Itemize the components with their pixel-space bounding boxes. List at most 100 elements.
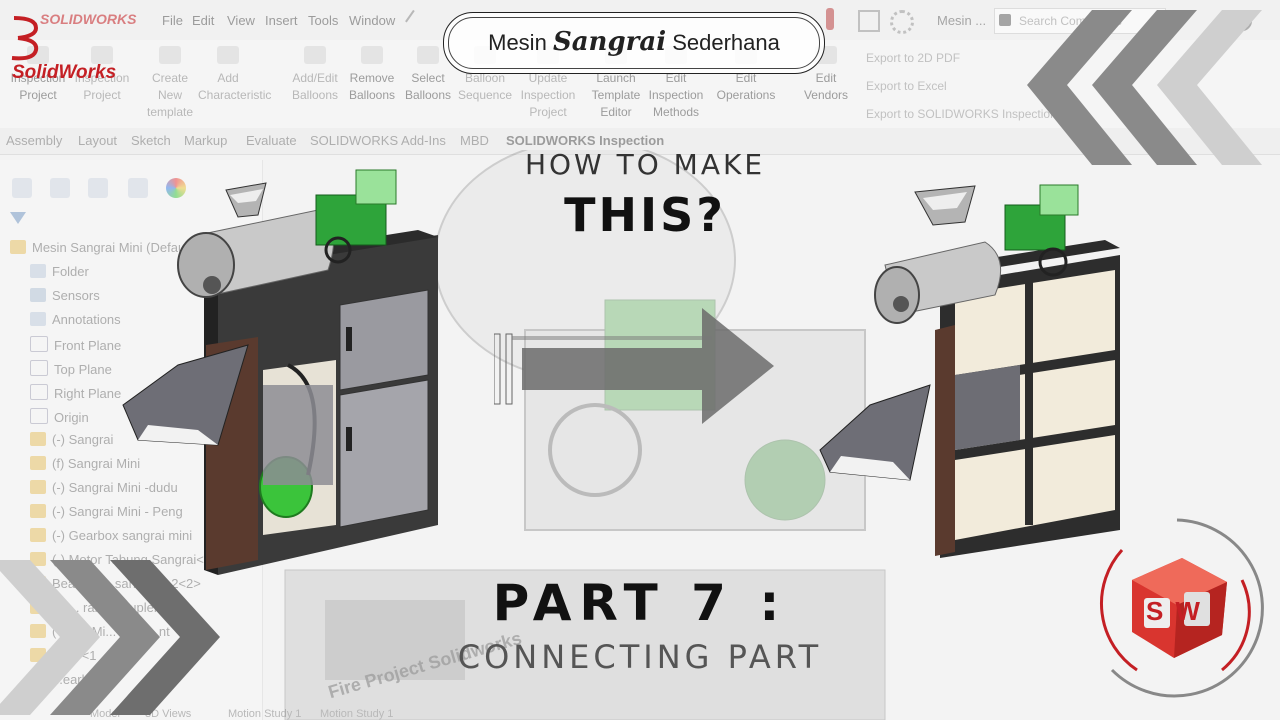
ribbon-button-label: Create New template (146, 71, 194, 119)
title-banner: Mesin Sangrai Sederhana (443, 12, 825, 74)
solidworks-cube-logo (1099, 518, 1264, 698)
tree-item-label: Folder (52, 264, 89, 279)
ribbon-button-label: Add Characteristic (198, 71, 272, 102)
command-tab[interactable]: SOLIDWORKS Add-Ins (310, 133, 446, 148)
appearance-tab-icon[interactable] (166, 178, 186, 198)
tree-item[interactable]: (-) Sangrai (30, 432, 113, 452)
command-tab[interactable]: Evaluate (246, 133, 297, 148)
ribbon-button-label: Edit Vendors (803, 71, 849, 102)
pin-icon[interactable] (405, 9, 423, 29)
menu-insert[interactable]: Insert (265, 13, 298, 28)
config-tab-icon[interactable] (88, 178, 108, 198)
ribbon-button-label: Inspection Project (74, 71, 130, 102)
tree-item-label: Front Plane (54, 338, 122, 353)
tree-item[interactable]: Front Plane (30, 336, 121, 356)
command-tab[interactable]: Layout (78, 133, 118, 148)
tree-item[interactable]: Annotations (30, 312, 121, 332)
bottom-tab[interactable]: 3D Views (145, 708, 192, 720)
ribbon-button-6[interactable]: Select Balloons (398, 46, 458, 104)
ribbon-button-label: Select Balloons (404, 71, 452, 102)
command-tab[interactable]: SOLIDWORKS Inspection (506, 133, 665, 148)
ribbon-button-11[interactable]: Edit Operations (716, 46, 776, 104)
bottom-tab[interactable]: Motion Study 1 (320, 708, 393, 720)
tree-item[interactable]: Folder (30, 264, 89, 284)
part-heading: PART 7 : (492, 574, 788, 632)
ribbon-button-1[interactable]: Inspection Project (72, 46, 132, 104)
assembly-icon (10, 240, 26, 254)
title-word-3: Sederhana (672, 30, 780, 55)
export-item[interactable]: Export to SOLIDWORKS Inspection (866, 107, 1057, 121)
tree-item[interactable]: (-) Sangrai Mini -dudu (30, 480, 178, 500)
tree-item[interactable]: (-) Gearbox sangrai mini (30, 528, 192, 548)
menu-edit[interactable]: Edit (192, 13, 215, 28)
ribbon-button-label: Remove Balloons (348, 71, 396, 102)
title-banner-inner (448, 17, 820, 69)
ribbon-button-2[interactable]: Create New template (140, 46, 200, 121)
command-tab[interactable]: Assembly (6, 133, 63, 148)
tree-item[interactable]: Top Plane (30, 360, 112, 380)
ribbon-button-5[interactable]: Remove Balloons (342, 46, 402, 104)
bottom-tab[interactable]: Model (90, 708, 120, 720)
menu-tools[interactable]: Tools (308, 13, 339, 28)
ribbon-button-icon (217, 46, 239, 64)
tree-item[interactable]: Right Plane (30, 384, 121, 404)
ribbon-button-4[interactable]: Add/Edit Balloons (285, 46, 345, 104)
part-subtitle: CONNECTING PART (457, 638, 823, 676)
ribbon-button-9[interactable]: Launch Template Editor (586, 46, 646, 121)
menu-view[interactable]: View (227, 13, 255, 28)
export-item[interactable]: Export to Excel (866, 79, 947, 93)
ribbon-button-label: Add/Edit Balloons (291, 71, 339, 102)
machine-before-illustration (122, 169, 438, 575)
solidworks-logo-text: SolidWorks (12, 62, 117, 83)
ribbon-button-label: Inspection Project (10, 71, 66, 102)
part-icon (30, 624, 46, 638)
dimxpert-tab-icon[interactable] (128, 178, 148, 198)
tree-item[interactable]: (f) Sangrai Mini (30, 456, 140, 476)
tree-item[interactable]: (-) Motor Tabung Sangrai<2> (30, 552, 219, 572)
menu-window[interactable]: Window (349, 13, 396, 28)
plane-icon (30, 384, 48, 400)
tree-item-label: (-) Sangrai Mini -dudu (52, 480, 178, 495)
plane-icon (30, 336, 48, 352)
command-tab[interactable]: Markup (184, 133, 228, 148)
ribbon-button-icon (27, 46, 49, 64)
ribbon-button-8[interactable]: Update Inspection Project (518, 46, 578, 121)
command-tab[interactable]: MBD (460, 133, 489, 148)
part-icon (30, 480, 46, 494)
tree-item-label: Annotations (52, 312, 121, 327)
ribbon-button-label: Update Inspection Project (520, 71, 576, 119)
part-icon (30, 504, 46, 518)
folder-icon (30, 264, 46, 278)
property-tab-icon[interactable] (50, 178, 70, 198)
ribbon-button-0[interactable]: Inspection Project (8, 46, 68, 104)
tree-root[interactable]: Mesin Sangrai Mini (Default (10, 240, 192, 260)
tree-item[interactable]: Sensors (30, 288, 100, 308)
machine-after-illustration (819, 184, 1120, 558)
tree-item-label: (-) Sangrai Mini - Peng (52, 504, 183, 519)
traffic-light-icon[interactable] (826, 8, 834, 30)
ribbon-button-7[interactable]: Balloon Sequence (455, 46, 515, 104)
ribbon-button-icon (159, 46, 181, 64)
list-icon[interactable] (858, 10, 880, 32)
filter-icon[interactable] (10, 212, 26, 224)
menu-file[interactable]: File (162, 13, 183, 28)
ds-logo-icon (11, 16, 39, 61)
feature-tree-tab-icon[interactable] (12, 178, 32, 198)
ribbon-button-icon (361, 46, 383, 64)
tree-item[interactable]: Origin (30, 408, 89, 428)
bottom-tab[interactable]: Motion Study 1 (228, 708, 302, 720)
feature-manager-tabs (0, 178, 262, 204)
ribbon-button-icon (304, 46, 326, 64)
export-item[interactable]: Export to 2D PDF (866, 51, 961, 65)
ribbon-button-10[interactable]: Edit Inspection Methods (646, 46, 706, 121)
ribbon-button-3[interactable]: Add Characteristic (198, 46, 271, 104)
tree-item[interactable]: (-) Sangrai Mini - Peng (30, 504, 183, 524)
command-tab[interactable]: Sketch (131, 133, 171, 148)
ribbon-button-label: Launch Template Editor (591, 71, 641, 119)
ribbon-button-12[interactable]: Edit Vendors (796, 46, 856, 104)
ribbon-button-icon (91, 46, 113, 64)
ribbon-button-icon (417, 46, 439, 64)
gear-icon[interactable] (890, 10, 914, 34)
part-icon (30, 552, 46, 566)
